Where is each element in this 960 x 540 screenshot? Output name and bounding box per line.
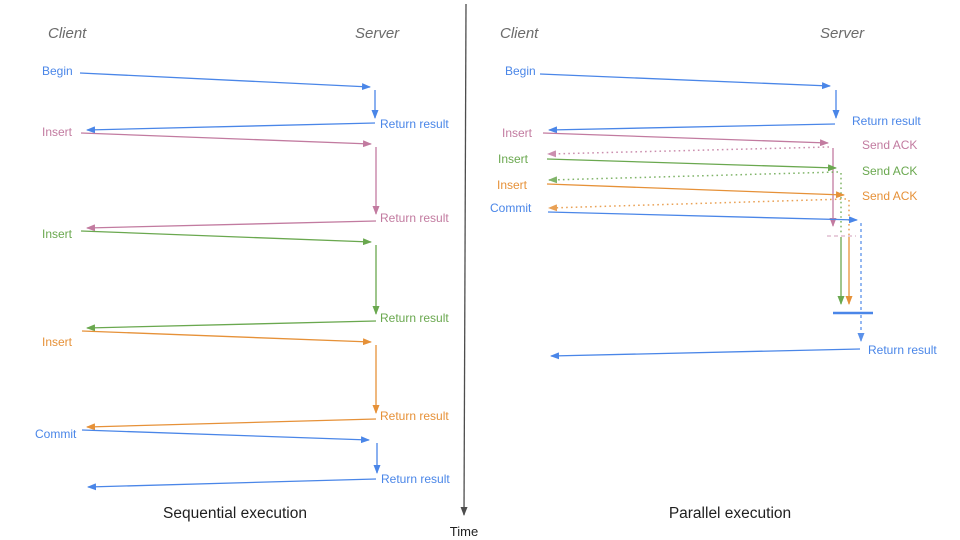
right-insert3-label: Insert [497, 178, 528, 192]
right-insert3-request-line [546, 183, 845, 199]
left-commit-return-label: Return result [381, 472, 450, 486]
right-insert3-ack-label: Send ACK [862, 189, 917, 203]
right-commit-return-line [550, 348, 861, 360]
right-insert2-request-line [546, 158, 837, 172]
right-server-heading: Server [820, 25, 865, 42]
left-insert3-return-label: Return result [380, 409, 449, 423]
left-insert2-request-line [80, 230, 372, 246]
time-axis-line [460, 3, 468, 516]
right-insert3-ack-line [548, 198, 847, 212]
right-insert1-ack-line [547, 146, 830, 158]
right-insert2-ack-line [548, 171, 839, 184]
right-insert1-label: Insert [502, 126, 533, 140]
time-axis: Time [450, 3, 478, 539]
left-insert2-label: Insert [42, 227, 73, 241]
sequential-title: Sequential execution [163, 505, 307, 522]
left-begin-request-line [79, 72, 371, 91]
right-commit-return-label: Return result [868, 343, 937, 357]
left-insert2-return-label: Return result [380, 311, 449, 325]
right-commit-label: Commit [490, 201, 532, 215]
right-client-heading: Client [500, 25, 539, 42]
right-commit-request-line [547, 211, 858, 224]
left-insert1-return-label: Return result [380, 211, 449, 225]
left-begin-return-line [86, 122, 376, 134]
right-insert2-label: Insert [498, 152, 529, 166]
left-insert1-request-line [80, 132, 372, 148]
left-insert3-return-line [86, 418, 377, 431]
left-commit-label: Commit [35, 427, 77, 441]
left-insert3-request-line [81, 330, 372, 346]
left-begin-label: Begin [42, 64, 73, 78]
right-begin-return-line [548, 123, 836, 134]
right-begin-return-label: Return result [852, 114, 921, 128]
left-insert2-return-line [86, 320, 377, 332]
right-insert2-ack-label: Send ACK [862, 164, 917, 178]
right-begin-label: Begin [505, 64, 536, 78]
left-commit-request-line [81, 429, 370, 444]
right-begin-request-line [539, 73, 831, 90]
left-insert1-label: Insert [42, 125, 73, 139]
sequential-panel: Client Server Begin Return result Insert… [35, 25, 450, 522]
right-insert1-request-line [542, 132, 829, 147]
left-client-heading: Client [48, 25, 87, 42]
time-axis-label: Time [450, 524, 478, 539]
left-insert3-label: Insert [42, 335, 73, 349]
parallel-panel: Client Server Begin Return result Insert… [490, 25, 937, 522]
left-commit-return-line [87, 478, 377, 491]
left-begin-return-label: Return result [380, 117, 449, 131]
parallel-title: Parallel execution [669, 505, 791, 522]
right-insert1-ack-label: Send ACK [862, 138, 917, 152]
left-insert1-return-line [86, 220, 377, 232]
left-server-heading: Server [355, 25, 400, 42]
